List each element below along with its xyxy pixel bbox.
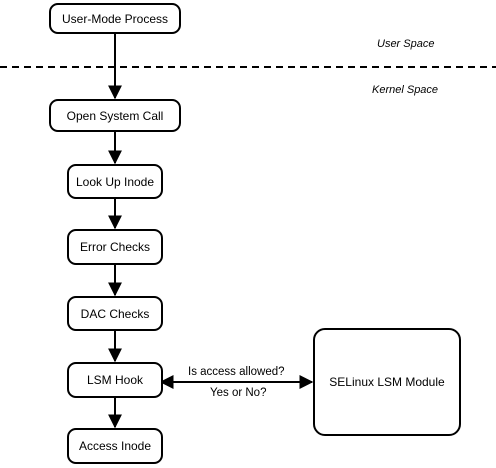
node-open-system-call: Open System Call — [49, 99, 181, 132]
node-selinux-lsm-module-label: SELinux LSM Module — [329, 375, 445, 389]
node-user-mode-process-label: User-Mode Process — [61, 11, 169, 26]
edge-label-is-access-allowed: Is access allowed? — [188, 366, 285, 378]
node-look-up-inode: Look Up Inode — [67, 164, 163, 199]
node-dac-checks-label: DAC Checks — [80, 306, 150, 321]
node-access-inode-label: Access Inode — [78, 439, 152, 453]
node-error-checks: Error Checks — [67, 229, 163, 265]
node-user-mode-process: User-Mode Process — [49, 3, 181, 34]
kernel-space-label: Kernel Space — [372, 84, 439, 96]
node-error-checks-label: Error Checks — [79, 240, 150, 254]
node-selinux-lsm-module: SELinux LSM Module — [313, 328, 461, 436]
node-look-up-inode-label: Look Up Inode — [75, 174, 155, 189]
edge-label-yes-or-no: Yes or No? — [210, 387, 267, 399]
user-space-label: User Space — [377, 38, 435, 50]
node-lsm-hook: LSM Hook — [67, 362, 163, 398]
node-access-inode: Access Inode — [67, 428, 163, 464]
node-lsm-hook-label: LSM Hook — [86, 373, 144, 387]
node-dac-checks: DAC Checks — [67, 296, 163, 331]
node-open-system-call-label: Open System Call — [66, 108, 164, 123]
